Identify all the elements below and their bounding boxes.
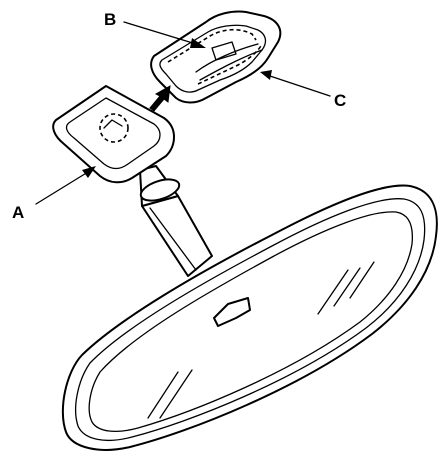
assembly-direction-arrow <box>149 85 171 112</box>
rearview-mirror <box>61 184 438 451</box>
callout-b-label: B <box>104 10 116 29</box>
callout-c-label: C <box>334 91 346 110</box>
callout-a-label: A <box>12 203 24 222</box>
callout-leaders <box>35 21 331 205</box>
mirror-stem <box>139 165 213 277</box>
mounting-clip <box>150 10 282 104</box>
mounting-base-plate <box>52 85 175 184</box>
